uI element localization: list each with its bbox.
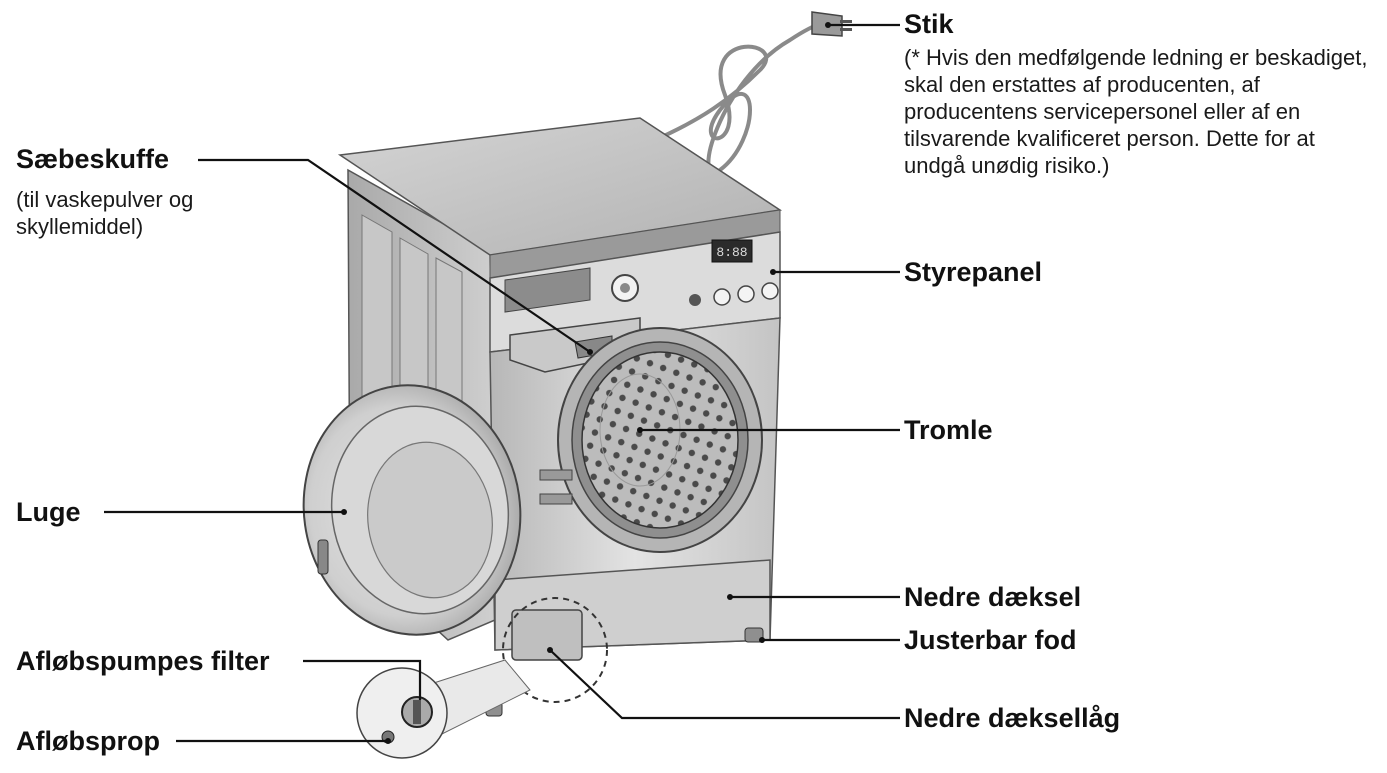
display-readout: 8:88 <box>716 245 747 260</box>
power-cord <box>654 20 826 175</box>
leader-lines <box>104 23 900 743</box>
label-luge: Luge <box>16 497 81 527</box>
drum <box>581 351 739 529</box>
label-aflobspumpes-filter: Afløbspumpes filter <box>16 646 270 676</box>
label-nedre-daeksel: Nedre dæksel <box>904 582 1082 612</box>
door-hinge <box>539 469 573 481</box>
leader-saebeskuffe <box>198 158 591 353</box>
label-justerbar-fod: Justerbar fod <box>904 625 1077 655</box>
label-tromle: Tromle <box>904 415 993 445</box>
leader-aflobspumpes-filter <box>303 659 422 700</box>
label-nedre-daeksellaag: Nedre dæksellåg <box>904 703 1121 733</box>
label-stik: Stik <box>904 9 954 39</box>
label-aflobsprop: Afløbsprop <box>16 726 160 756</box>
note-saebeskuffe: (til vaskepulver og skyllemiddel) <box>16 187 194 239</box>
label-styrepanel: Styrepanel <box>904 257 1043 287</box>
leader-dots <box>341 22 831 744</box>
lower-cover-lid <box>511 609 583 661</box>
label-saebeskuffe: Sæbeskuffe <box>16 144 170 174</box>
detail-dashed-circle <box>502 597 608 703</box>
door-handle <box>317 539 329 575</box>
leader-nedre-daeksellaag <box>549 649 900 720</box>
note-stik: (* Hvis den medfølgende ledning er beska… <box>904 45 1368 178</box>
adjustable-foot <box>744 627 764 643</box>
